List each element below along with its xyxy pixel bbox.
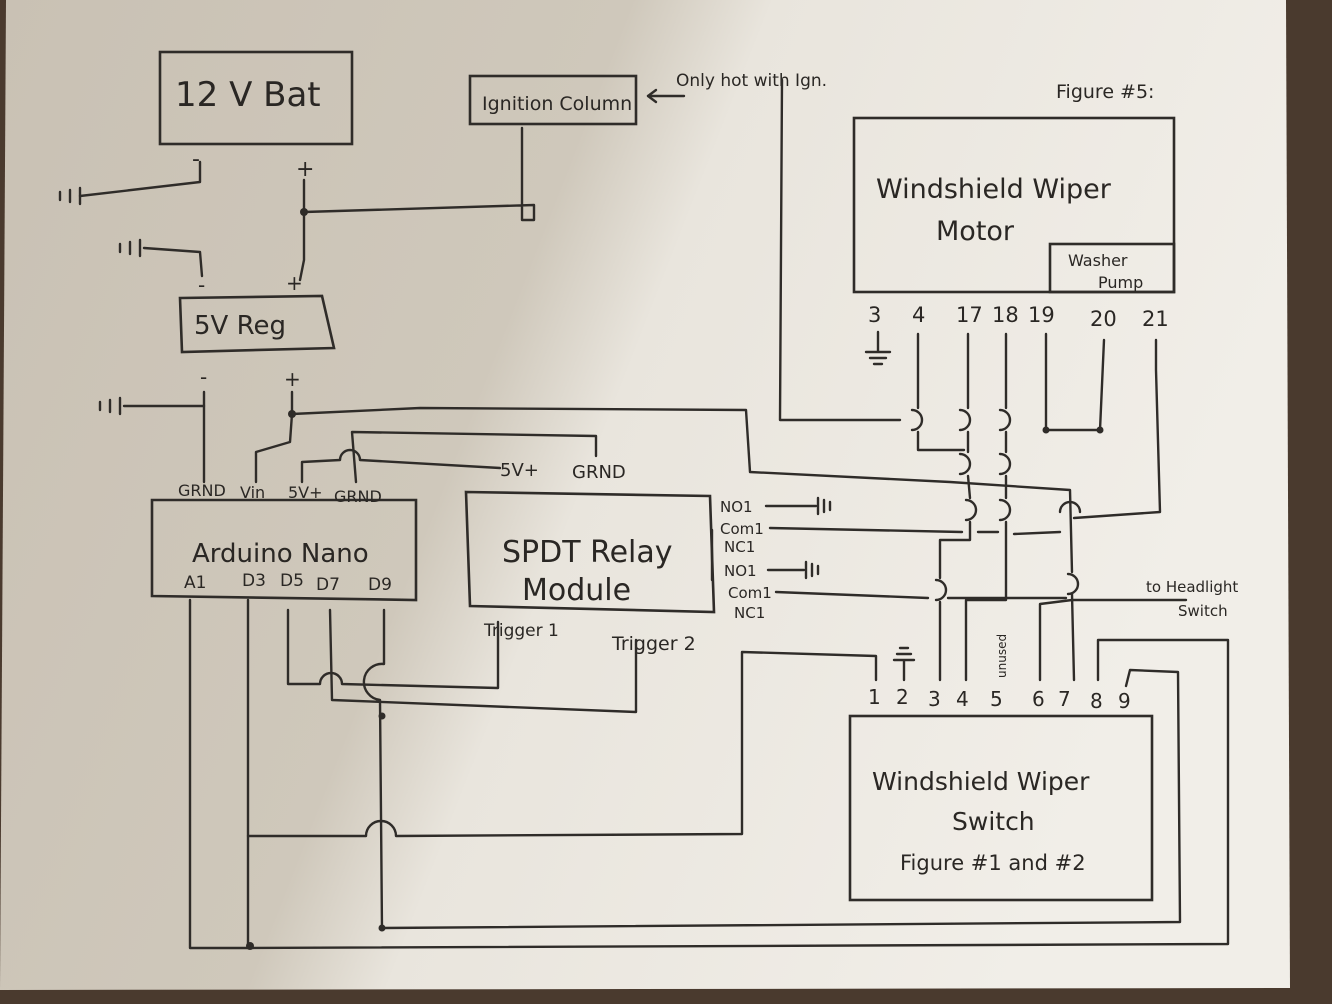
switch-pin-8: 8 (1090, 689, 1103, 713)
arduino-pin-grnd-2: GRND (334, 487, 382, 506)
wiper-motor-label-2: Motor (936, 216, 1015, 247)
wiper-switch-label-3: Figure #1 and #2 (900, 851, 1086, 875)
regulator-pos-out: + (284, 367, 301, 391)
switch-pin-5-unused: unused (995, 634, 1009, 678)
relay-module: SPDT Relay Module NO1 Com1 NC1 NO1 Com1 … (464, 490, 772, 655)
ground-symbol (816, 496, 832, 516)
washer-pump-label-2: Pump (1098, 273, 1143, 292)
relay-label-2: Module (522, 573, 631, 608)
regulator-neg-out: - (200, 365, 207, 389)
arduino-pin-d7: D7 (316, 575, 340, 595)
arduino-pin-vin: Vin (240, 483, 265, 502)
switch-pin-3: 3 (928, 687, 941, 711)
junction-dot (1096, 426, 1104, 434)
junction-dot (1042, 426, 1050, 434)
arduino-box (150, 498, 418, 602)
wiper-motor-label-1: Windshield Wiper (876, 174, 1112, 205)
wiper-switch-label-1: Windshield Wiper (872, 767, 1090, 796)
switch-pin-4: 4 (956, 687, 969, 711)
motor-pin-18: 18 (992, 303, 1019, 327)
switch-pin-5: 5 (990, 687, 1003, 711)
switch-pin-2: 2 (896, 685, 909, 709)
relay-label-1: SPDT Relay (502, 535, 673, 570)
relay-trigger-2: Trigger 2 (611, 633, 696, 655)
washer-pump-label-1: Washer (1068, 251, 1128, 270)
motor-pin-20: 20 (1090, 307, 1117, 331)
headlight-label-2: Switch (1178, 602, 1228, 620)
relay-trigger-1: Trigger 1 (483, 621, 559, 641)
ground-symbol (892, 646, 916, 682)
arduino-pin-d9: D9 (368, 575, 392, 595)
ground-symbol (58, 186, 82, 206)
wiper-motor-box (852, 116, 1176, 294)
relay-contact-no1-a: NO1 (720, 498, 753, 516)
washer-pump-box (1048, 242, 1176, 294)
relay-box (464, 490, 716, 614)
motor-pin-4: 4 (912, 303, 925, 327)
relay-contact-com1-b: Com1 (728, 584, 772, 602)
relay-contact-nc1-a: NC1 (724, 538, 755, 556)
ground-symbol (118, 238, 142, 258)
regulator-neg-in: - (198, 273, 205, 297)
ground-symbol (864, 330, 892, 366)
figure-label: Figure #5: (1056, 81, 1154, 103)
wiper-switch-label-2: Switch (952, 807, 1035, 836)
motor-pin-21: 21 (1142, 307, 1169, 331)
switch-pin-9: 9 (1118, 689, 1131, 713)
relay-contact-nc1-b: NC1 (734, 604, 765, 622)
ground-symbol (98, 396, 122, 416)
ground-symbol (804, 560, 820, 580)
headlight-label-1: to Headlight (1146, 578, 1238, 596)
battery-neg-terminal: - (192, 147, 200, 172)
ignition-box (468, 74, 638, 126)
regulator-label: 5V Reg (194, 311, 286, 341)
wiper-switch-box (848, 714, 1154, 902)
regulator: 5V Reg - + - + (178, 271, 336, 391)
wiper-motor: Windshield Wiper Motor Washer Pump (852, 116, 1176, 294)
arduino-pin-d3: D3 (242, 571, 266, 591)
junction-dot (378, 712, 386, 720)
battery-label: 12 V Bat (175, 75, 321, 115)
switch-pin-7: 7 (1058, 687, 1071, 711)
switch-pin-1: 1 (868, 685, 881, 709)
arduino-pin-grnd-1: GRND (178, 481, 226, 500)
arduino-pin-d5: D5 (280, 571, 304, 591)
relay-power-grnd: GRND (572, 462, 626, 483)
ignition-label: Ignition Column (482, 93, 632, 115)
motor-pin-19: 19 (1028, 303, 1055, 327)
ignition-column: Ignition Column (468, 74, 638, 126)
switch-pin-6: 6 (1032, 687, 1045, 711)
relay-contact-com1-a: Com1 (720, 520, 764, 538)
regulator-pos-in: + (286, 271, 303, 295)
battery-box (158, 50, 354, 146)
ignition-note: Only hot with Ign. (676, 71, 827, 91)
arduino-pin-5v: 5V+ (288, 483, 323, 502)
regulator-box (178, 294, 336, 354)
arduino-pin-a1: A1 (184, 573, 206, 593)
battery-pos-terminal: + (296, 157, 314, 182)
wiper-switch: Windshield Wiper Switch Figure #1 and #2 (848, 714, 1154, 902)
motor-pin-3: 3 (868, 303, 881, 327)
relay-contact-no1-b: NO1 (724, 562, 757, 580)
arduino-nano: Arduino Nano GRND Vin 5V+ GRND A1 D3 D5 … (150, 481, 418, 602)
battery: 12 V Bat - + (158, 50, 354, 182)
relay-power-5v: 5V+ (500, 460, 539, 481)
arduino-label: Arduino Nano (192, 539, 369, 569)
motor-pin-17: 17 (956, 303, 983, 327)
